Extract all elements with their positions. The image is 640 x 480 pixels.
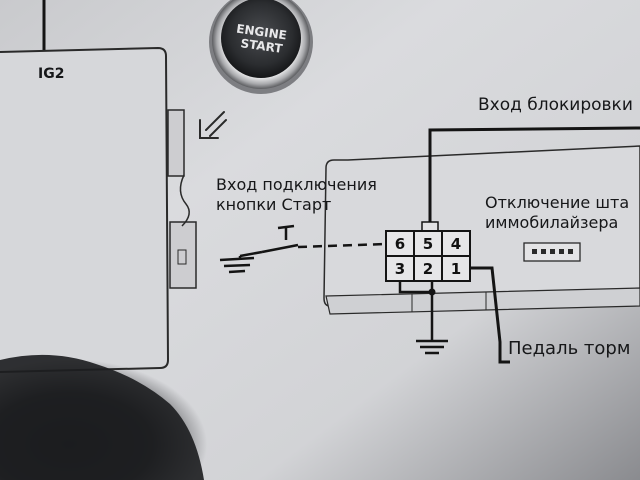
- lock-input-wire: [428, 126, 640, 222]
- module-connector-lower: [169, 221, 197, 289]
- immobilizer-connector-icon: [523, 242, 581, 262]
- lock-input-label: Вход блокировки: [478, 95, 633, 115]
- ground-wire: [398, 281, 434, 340]
- pin-2: 2: [422, 260, 434, 278]
- start-input-label-line1: Вход подключения: [216, 175, 377, 194]
- pin-1: 1: [450, 260, 462, 278]
- start-input-label-line2: кнопки Старт: [216, 195, 332, 214]
- engine-button-text-line2: START: [240, 36, 284, 56]
- brake-pedal-label: Педаль торм: [508, 338, 631, 359]
- pin-6: 6: [394, 235, 406, 253]
- pin-4: 4: [450, 235, 462, 253]
- start-switch-icon: [239, 224, 299, 258]
- pin-5: 5: [422, 235, 434, 253]
- six-pin-connector: [385, 230, 471, 282]
- ground-symbol-right-icon: [416, 339, 448, 355]
- immobilizer-label-line2: иммобилайзера: [485, 213, 619, 232]
- cable-wiggle: [179, 174, 190, 227]
- engine-start-button: ENGINE START: [209, 0, 313, 94]
- control-module-box: [0, 46, 170, 373]
- unit-bottom-rail: [325, 287, 640, 315]
- pointer-arrow-icon: [199, 111, 227, 139]
- ground-symbol-left-icon: [219, 256, 255, 274]
- module-connector-upper: [167, 109, 185, 177]
- pin-3: 3: [394, 260, 406, 278]
- brake-pedal-wire: [470, 266, 510, 364]
- immobilizer-label-line1: Отключение шта: [485, 193, 630, 212]
- ig2-label: IG2: [38, 66, 65, 82]
- ground-junction: [428, 288, 436, 296]
- hand-shadow-core: [0, 354, 204, 480]
- module-connector-slot: [177, 249, 187, 265]
